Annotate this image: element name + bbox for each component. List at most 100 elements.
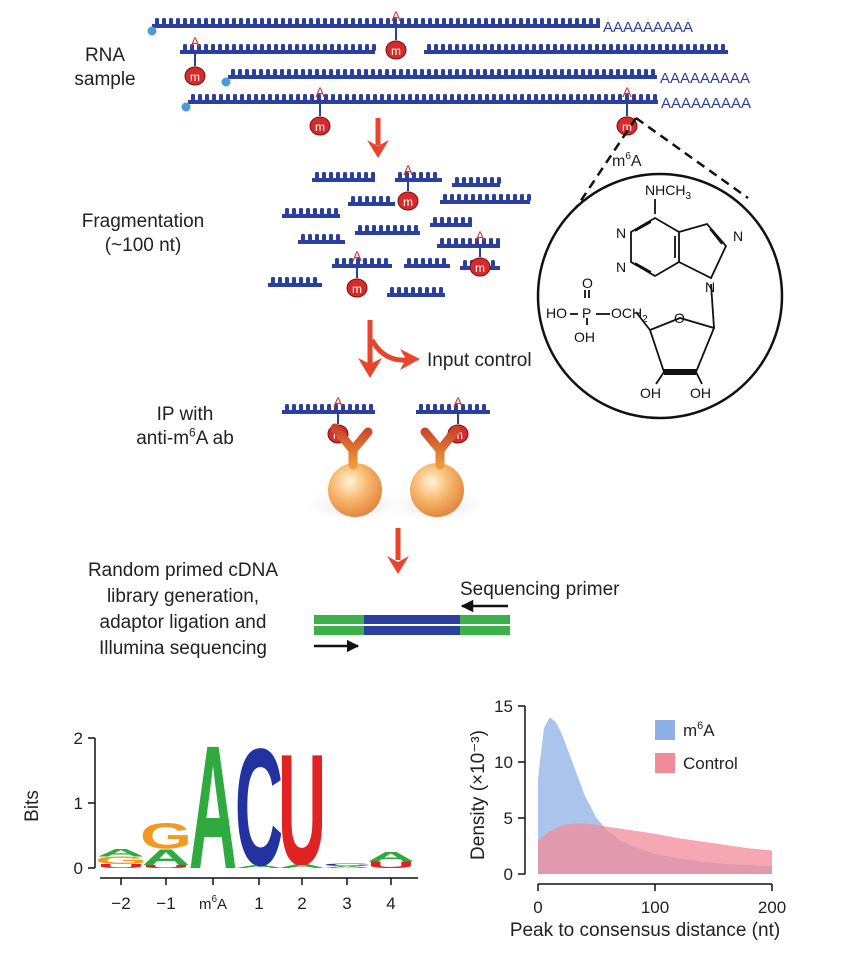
logo-letter-U: U <box>142 864 190 869</box>
svg-text:A: A <box>403 162 413 178</box>
density-y-label: Density (×10⁻³) <box>468 730 489 860</box>
fragmentation-label: Fragmentation (~100 nt) <box>58 210 228 258</box>
legend-swatch <box>655 753 675 773</box>
legend-label: m6A <box>683 720 715 740</box>
density-x-tick-label: 200 <box>758 898 786 917</box>
structure-bonds <box>570 199 728 385</box>
density-y-tick-label: 15 <box>494 697 513 716</box>
phosphate-o-label: O <box>582 275 593 291</box>
flow-arrow-3 <box>387 528 409 574</box>
legend-swatch <box>655 720 675 740</box>
library-label-line3: adaptor ligation and <box>99 612 267 633</box>
rna-site-3: Am <box>309 84 331 136</box>
fragment-12 <box>404 258 450 268</box>
fragment-14 <box>387 287 445 297</box>
svg-text:A: A <box>333 394 343 410</box>
antibody-bead-left <box>300 423 410 525</box>
logo-letter-A: A <box>97 847 145 859</box>
fragment-3 <box>452 177 501 187</box>
rna-site-1: Am <box>385 8 407 60</box>
svg-text:m: m <box>475 261 485 275</box>
logo-letter-A: A <box>323 866 371 869</box>
cdna-library <box>314 615 510 635</box>
n7-label: N <box>733 228 743 244</box>
svg-text:A: A <box>190 34 200 50</box>
ribose-oh-2-label: OH <box>640 385 661 401</box>
logo-x-tick-label: 3 <box>342 894 351 913</box>
density-x-tick-label: 0 <box>533 898 542 917</box>
antibody-bead-right <box>382 425 492 525</box>
rna-sample-label-line2: sample <box>74 69 136 90</box>
density-y-tick-label: 5 <box>504 809 513 828</box>
legend-item-m6a: m6A <box>655 720 715 740</box>
density-x-ticks: 0 100 200 <box>533 884 786 917</box>
svg-text:A: A <box>352 248 362 264</box>
cap-1 <box>147 26 157 36</box>
rna-site-2: Am <box>184 34 206 86</box>
fragment-9 <box>430 217 472 227</box>
ip-label: IP with anti-m6A ab <box>105 403 265 451</box>
logo-y-tick-label: 1 <box>74 794 83 813</box>
rna-sample-label: RNA sample <box>60 44 150 92</box>
fragment-7 <box>355 225 420 235</box>
cap-3 <box>221 77 231 87</box>
logo-x-tick-label: −2 <box>111 894 130 913</box>
logo-letter-A: A <box>142 844 190 869</box>
logo-letter-U: U <box>278 721 326 898</box>
svg-text:A: A <box>475 228 485 244</box>
svg-text:m: m <box>352 282 362 296</box>
library-label: Random primed cDNA library generation, a… <box>62 558 304 662</box>
density-y-tick-label: 10 <box>494 753 513 772</box>
nhch3-label: NHCH3 <box>645 182 691 202</box>
ip-label-line2: anti-m6A ab <box>105 427 265 451</box>
fragment-8 <box>298 234 345 244</box>
phosphate-p-label: P <box>582 305 591 321</box>
logo-x-tick-label: 4 <box>386 894 395 913</box>
flow-arrow-1 <box>367 118 389 158</box>
svg-text:m: m <box>453 428 463 442</box>
poly-a-tail-3: AAAAAAAAA <box>660 70 750 87</box>
rna-site-4: Am <box>616 84 638 136</box>
fragment-5 <box>440 194 531 204</box>
n9-label: N <box>705 279 715 295</box>
rna-strand-2b <box>424 44 728 54</box>
density-x-tick-label: 100 <box>641 898 669 917</box>
input-control-label: Input control <box>427 350 532 371</box>
logo-letter-U: U <box>367 860 415 870</box>
logo-y-ticks: 012 <box>74 729 95 878</box>
fragment-11 <box>332 258 392 268</box>
logo-x-tick-label: 2 <box>297 894 306 913</box>
fragmentation-label-line1: Fragmentation <box>81 211 205 232</box>
ip-label-line2-post: A ab <box>195 428 234 449</box>
fragmentation-label-line2: (~100 nt) <box>104 235 182 256</box>
och2-label: OCH2 <box>611 305 648 325</box>
logo-letter-C: C <box>323 863 371 867</box>
ip-label-line1: IP with <box>156 404 214 425</box>
logo-x-tick-label: −1 <box>156 894 175 913</box>
fragment-13 <box>268 277 322 287</box>
logo-y-tick-label: 2 <box>74 729 83 748</box>
logo-letter-A: A <box>235 864 283 869</box>
poly-a-tail-4: AAAAAAAAA <box>661 95 751 112</box>
logo-y-label: Bits <box>22 790 43 822</box>
m6a-structure: m6A <box>536 151 784 420</box>
structure-circle <box>536 172 784 420</box>
zoom-line-left <box>546 117 638 251</box>
fragment-1 <box>312 172 375 182</box>
density-areas <box>538 717 772 874</box>
m6a-structure-title: m6A <box>612 151 642 170</box>
logo-letter-C: C <box>235 714 283 900</box>
rna-strand-2a <box>180 44 376 54</box>
phosphate-oh-label: OH <box>574 329 595 345</box>
svg-text:A: A <box>391 8 401 24</box>
ip-label-line2-sup: 6 <box>189 425 196 440</box>
fragment-4 <box>348 196 395 206</box>
ribose-oh-3-label: OH <box>690 385 711 401</box>
library-label-line4: Illumina sequencing <box>99 638 267 659</box>
svg-text:m: m <box>315 120 325 134</box>
